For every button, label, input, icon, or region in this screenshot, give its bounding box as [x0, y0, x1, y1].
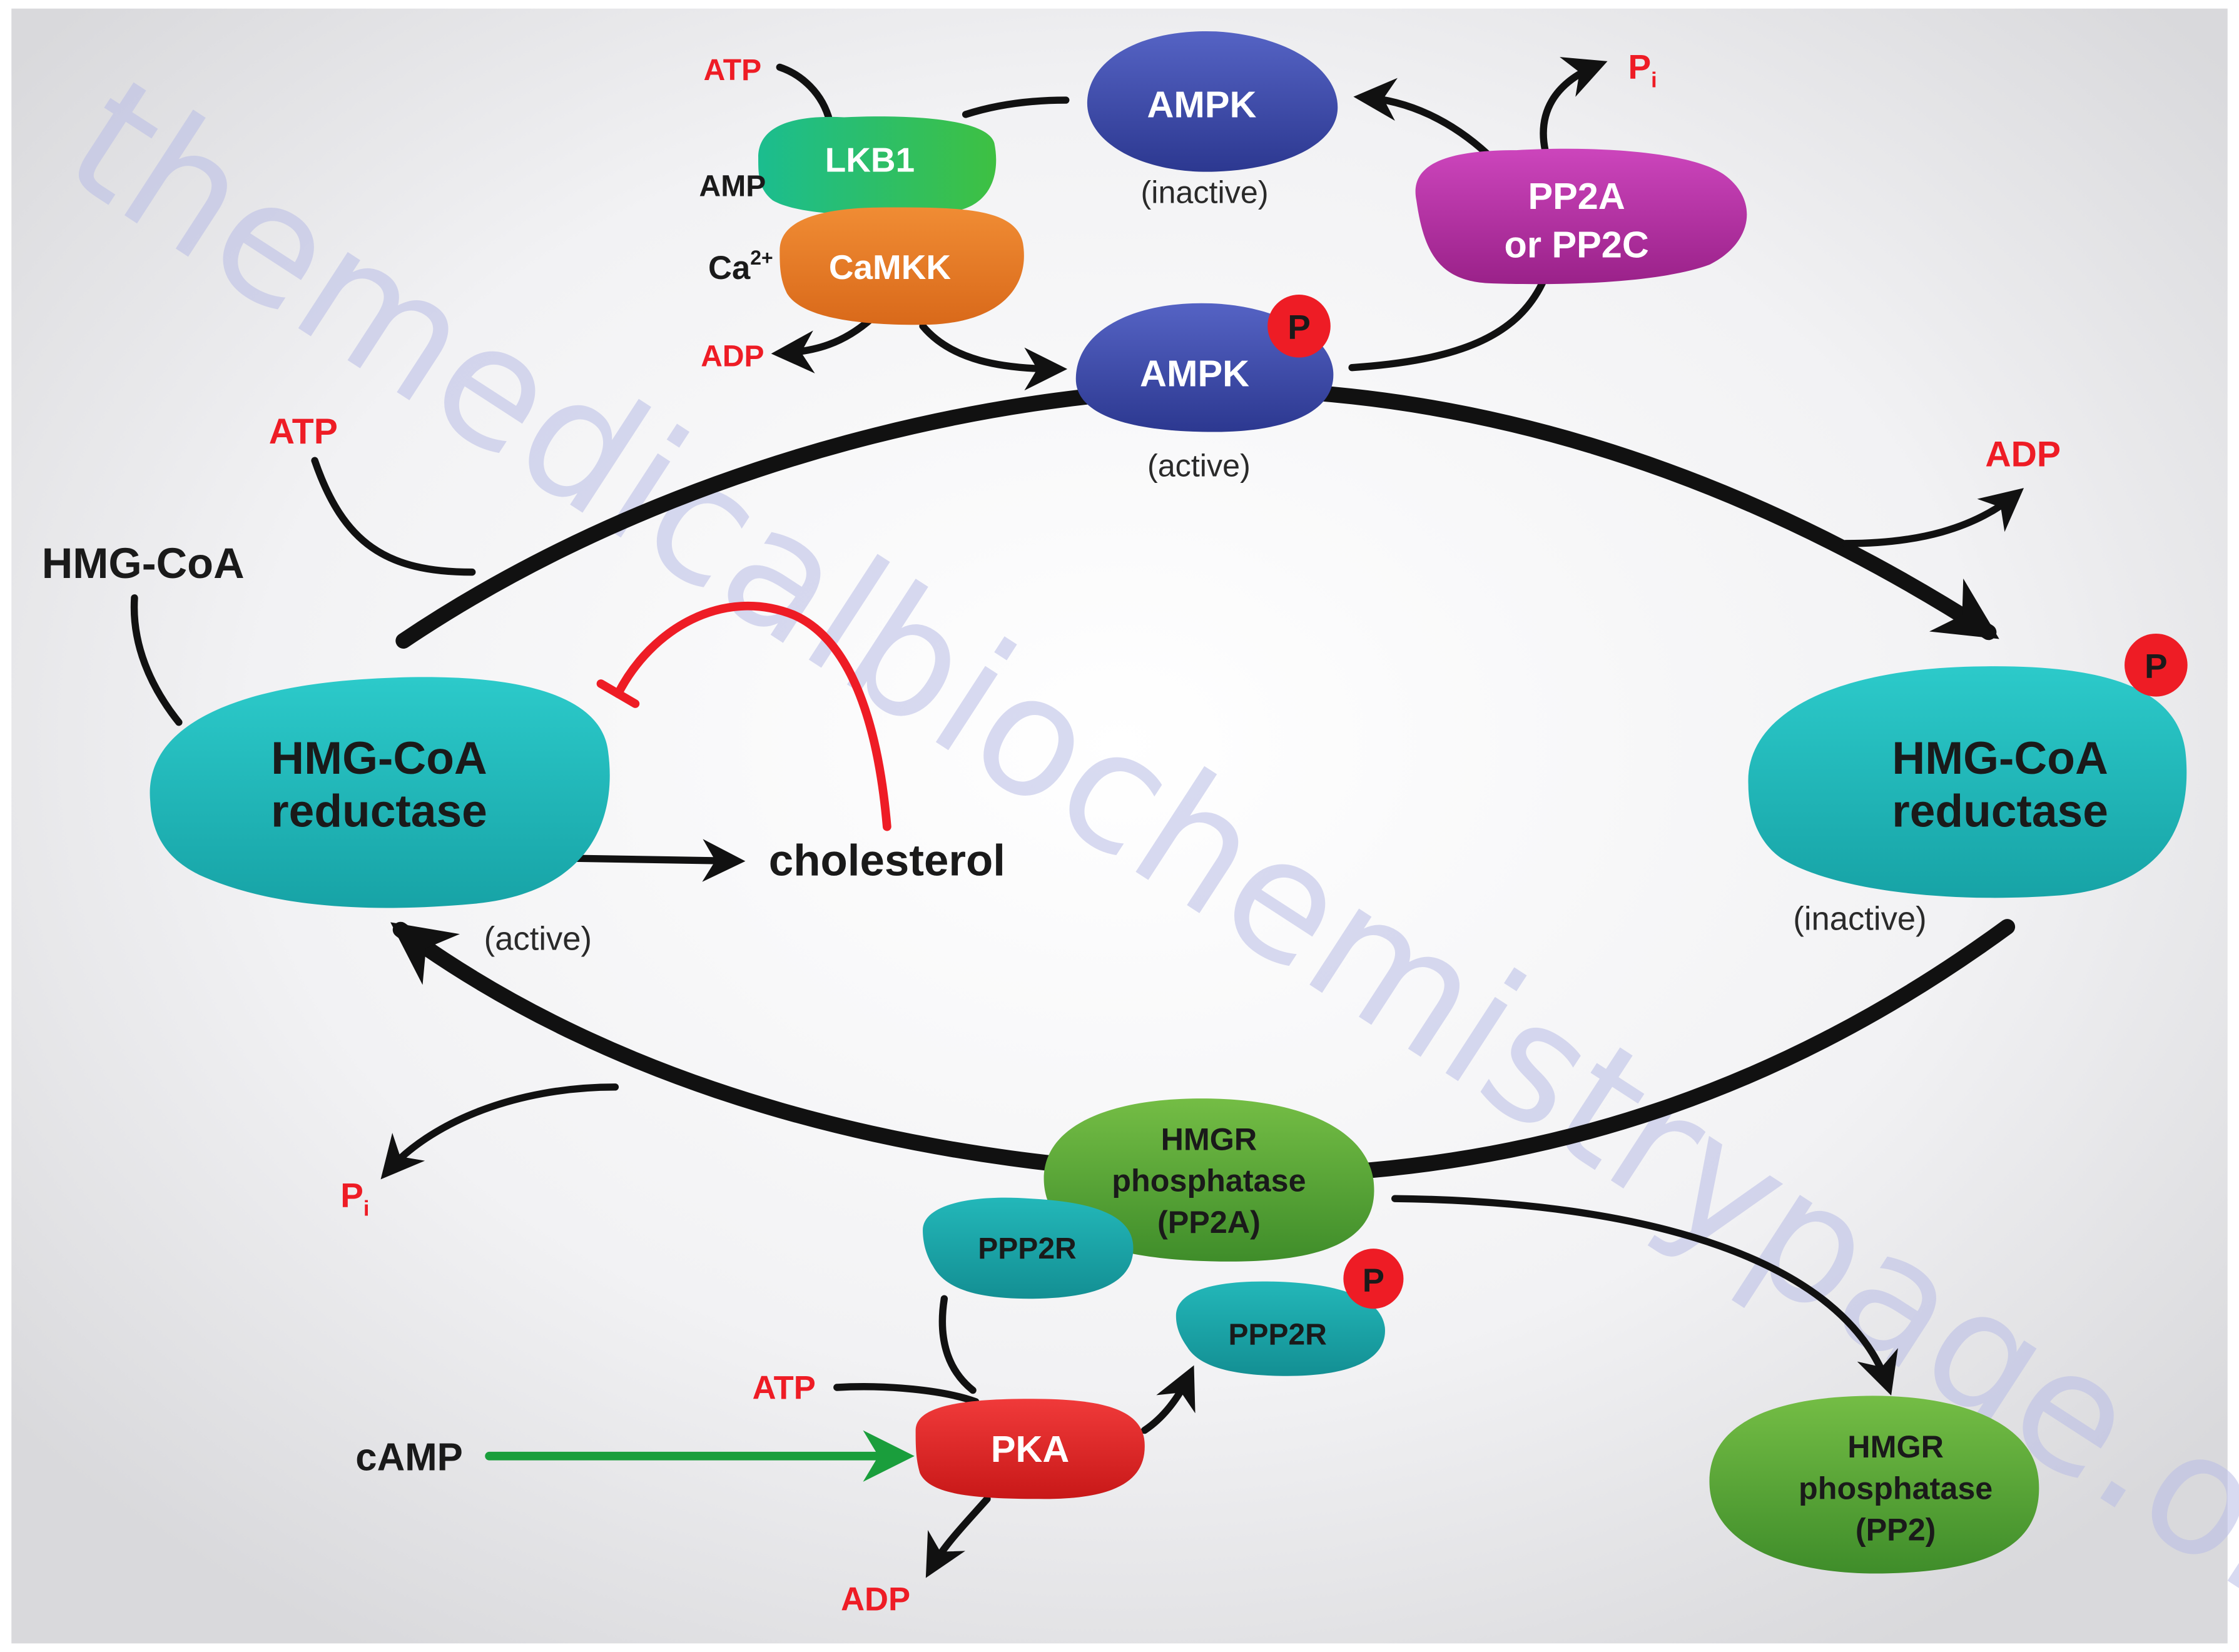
hmgr-pp2-label-2: phosphatase — [1799, 1470, 1993, 1506]
ppp2r-phospho-node — [1175, 1281, 1385, 1376]
reductase-phospho-badge — [2125, 633, 2188, 697]
hmgr-pp2a-label-1: HMGR — [1161, 1121, 1257, 1157]
pka-to-ppp2r-arrow — [1140, 1365, 1196, 1434]
ca-charge: 2+ — [750, 246, 773, 269]
atp-to-pka-arrow — [833, 1383, 980, 1406]
hmgr-pp2-label-1: HMGR — [1847, 1429, 1944, 1464]
pp2a-pp2c-node — [1415, 148, 1747, 285]
reductase-phospho-label: P — [2145, 647, 2168, 686]
ppp2r-node — [923, 1197, 1134, 1299]
ampk-inactive-state: (inactive) — [1141, 175, 1269, 210]
pp2a-pp2c-label-1: PP2A — [1528, 175, 1625, 217]
atp-pka-label: ATP — [753, 1369, 816, 1406]
hmgcoa-reductase-active-node — [150, 677, 610, 908]
adp-right-label: ADP — [1985, 434, 2061, 474]
camkk-to-adp-arrow — [771, 313, 876, 373]
inhibition-bar — [596, 679, 640, 708]
pi-top-label: Pi — [1628, 48, 1657, 93]
lkb1-label: LKB1 — [825, 140, 915, 179]
hmgr-pp2-label-3: (PP2) — [1856, 1512, 1936, 1548]
pi-output-arrow — [380, 1083, 619, 1180]
pp2a-pp2c-label-2: or PP2C — [1505, 224, 1649, 266]
hmgr-phosphatase-pp2a-node — [1043, 1098, 1374, 1262]
ca-symbol: Ca — [708, 250, 751, 286]
reductase-active-label-1: HMG-CoA — [271, 732, 487, 784]
ampk-active-to-pp2a-line — [1348, 280, 1546, 372]
pi-left-subscript: i — [363, 1197, 370, 1221]
adp-top-label: ADP — [701, 340, 764, 373]
reductase-inactive-label-2: reductase — [1892, 786, 2108, 837]
adp-pka-label: ADP — [841, 1581, 910, 1618]
atp-top-label: ATP — [704, 54, 761, 87]
pka-label: PKA — [991, 1428, 1070, 1470]
pi-top-subscript: i — [1651, 68, 1657, 92]
camkk-node — [779, 207, 1024, 325]
pka-to-adp-arrow — [925, 1495, 991, 1578]
ampk-phospho-label: P — [1287, 308, 1311, 347]
feedback-inhibition-line — [614, 602, 891, 831]
camkk-label: CaMKK — [829, 248, 952, 286]
ppp2r-label: PPP2R — [978, 1232, 1076, 1265]
hmg-coa-substrate-label: HMG-CoA — [42, 539, 245, 587]
hmgr-phosphatase-pp2-node — [1709, 1396, 2039, 1574]
camkk-to-ampk-active-arrow — [919, 322, 1068, 391]
atp-left-label: ATP — [269, 412, 338, 452]
ampk-inactive-label: AMPK — [1147, 84, 1256, 126]
reductase-inactive-state: (inactive) — [1793, 900, 1926, 937]
lkb1-to-ampk-line — [962, 96, 1070, 118]
pi-left-label: Pi — [340, 1176, 369, 1221]
reductase-active-label-2: reductase — [271, 786, 487, 837]
ampk-inactive-node — [1087, 31, 1338, 172]
pi-left-symbol: P — [340, 1176, 363, 1215]
hmgr-pp2a-label-3: (PP2A) — [1157, 1204, 1261, 1240]
ppp2r-phospho-badge-label: P — [1363, 1262, 1384, 1299]
atp-to-lkb1-arrow — [776, 63, 834, 126]
ppp2r-to-pka-arrow — [938, 1295, 977, 1394]
ca-label: Ca2+ — [708, 246, 773, 286]
hmgcoa-reductase-inactive-node — [1748, 666, 2187, 898]
adp-output-arrow — [1842, 488, 2024, 547]
pp2a-to-pi-arrow — [1540, 57, 1608, 154]
cholesterol-arrow — [561, 839, 746, 882]
pka-node — [915, 1399, 1145, 1499]
ppp2r-phospho-label: PPP2R — [1228, 1318, 1326, 1351]
cholesterol-label: cholesterol — [769, 836, 1005, 885]
ampk-active-label: AMPK — [1140, 352, 1249, 394]
atp-input-arrow — [311, 457, 476, 576]
camp-label: cAMP — [355, 1436, 463, 1479]
ampk-active-state: (active) — [1147, 447, 1251, 483]
amp-label: AMP — [699, 170, 766, 203]
ppp2r-phospho-badge — [1343, 1249, 1404, 1309]
hmg-coa-arrow — [130, 594, 183, 726]
reductase-active-state: (active) — [484, 920, 592, 957]
pp2a-to-pp2-arrow — [1391, 1195, 1898, 1396]
hmgr-pp2a-label-2: phosphatase — [1112, 1163, 1306, 1198]
reductase-inactive-label-1: HMG-CoA — [1892, 732, 2108, 784]
pi-top-symbol: P — [1628, 48, 1651, 86]
pp2a-to-ampk-inactive-arrow — [1353, 78, 1492, 158]
ampk-phospho-badge — [1267, 295, 1331, 358]
lkb1-node — [758, 116, 997, 215]
